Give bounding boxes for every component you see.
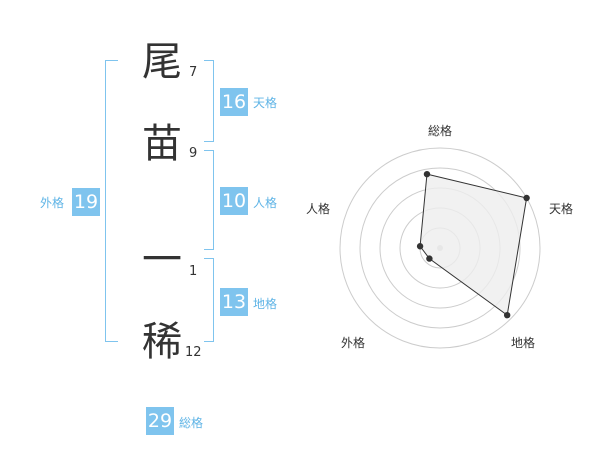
jinkaku-label: 人格: [253, 196, 278, 210]
radar-polygon: [419, 173, 528, 317]
name-char-2: 苗: [142, 121, 182, 167]
gaikaku-badge: 19: [72, 188, 100, 216]
radar-point-1: [423, 170, 431, 178]
stroke-count-2: 9: [189, 146, 198, 161]
name-char-3: 一: [142, 237, 182, 283]
soukaku-label: 総格: [179, 416, 204, 430]
radar-point-5: [416, 243, 424, 250]
chikaku-label: 地格: [253, 297, 278, 311]
radar-label-jinkaku: 人格: [306, 202, 331, 216]
radar-label-chikaku: 地格: [511, 336, 536, 350]
stroke-count-1: 7: [189, 65, 198, 80]
radar-point-2: [523, 194, 530, 202]
tenkaku-label: 天格: [253, 96, 278, 110]
radar-point-3: [503, 311, 511, 319]
soukaku-badge: 29: [146, 407, 174, 435]
name-char-4: 稀: [142, 319, 182, 365]
tenkaku-bracket: [204, 60, 214, 142]
gaikaku-bracket: [105, 60, 118, 342]
radar-label-gaikaku: 外格: [341, 336, 366, 350]
radar-ring: [339, 147, 541, 349]
stroke-count-4: 12: [185, 345, 202, 360]
radar-label-soukaku: 総格: [428, 124, 453, 138]
radar-ring: [359, 167, 521, 329]
name-char-1: 尾: [142, 39, 182, 85]
tenkaku-badge: 16: [220, 88, 248, 116]
chikaku-bracket: [204, 258, 214, 342]
chikaku-badge: 13: [220, 288, 248, 316]
jinkaku-badge: 10: [220, 187, 248, 215]
radar-point-4: [426, 255, 433, 262]
stroke-count-3: 1: [189, 264, 198, 279]
gaikaku-label: 外格: [40, 196, 65, 210]
radar-label-tenkaku: 天格: [549, 202, 574, 216]
jinkaku-bracket: [204, 150, 214, 250]
